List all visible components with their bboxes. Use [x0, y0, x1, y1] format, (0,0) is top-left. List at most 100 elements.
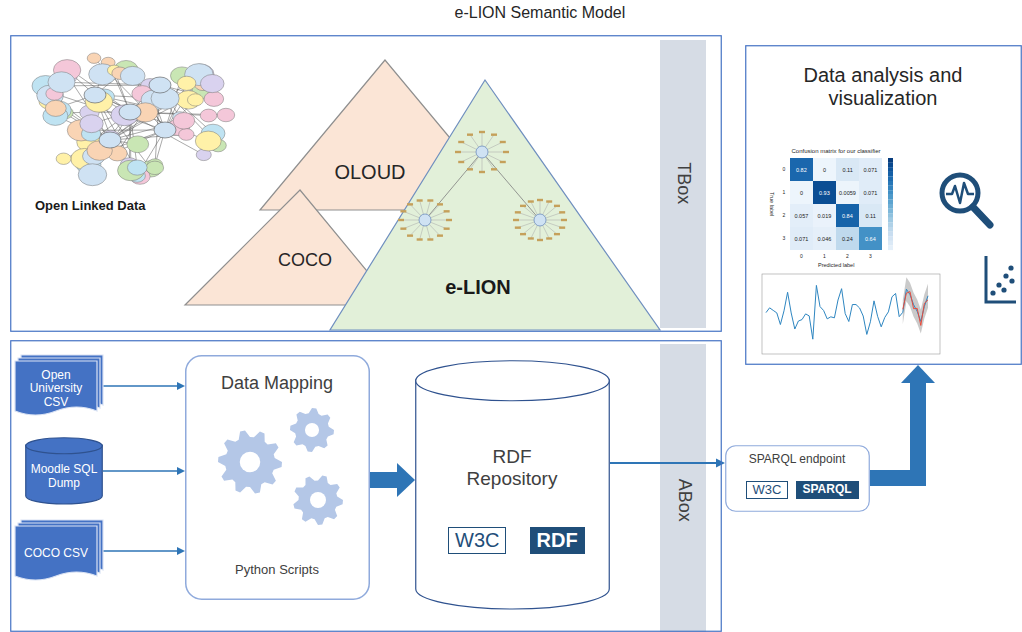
linked-data-cloud [146, 161, 164, 174]
linked-data-cloud [173, 113, 194, 130]
line-chart [762, 274, 940, 354]
linked-data-cloud [200, 75, 224, 93]
linked-data-cloud [177, 76, 195, 90]
node-label: e-LION [423, 276, 533, 299]
matrix-cell-value: 0.071 [864, 190, 878, 196]
linked-data-cloud [187, 94, 203, 106]
linked-data-cloud [80, 115, 103, 133]
axis-tick: 3 [869, 254, 872, 260]
axis-tick: 2 [783, 213, 786, 219]
matrix-cell-value: 0.93 [819, 190, 830, 196]
confusion-matrix [888, 167, 893, 172]
linked-data-cloud [149, 77, 171, 93]
confusion-matrix [888, 213, 893, 218]
magnifier-icon [942, 175, 990, 225]
matrix-cell-value: 0.071 [864, 167, 878, 173]
confusion-matrix [888, 186, 893, 191]
linked-data-cloud [127, 160, 147, 175]
scatter-icon [986, 256, 1016, 302]
panel-band [660, 40, 706, 632]
logo-text: RDF [530, 527, 585, 554]
linked-data-cloud [204, 91, 224, 106]
confusion-matrix [859, 158, 882, 181]
confusion-matrix [888, 190, 893, 195]
confusion-matrix [888, 158, 893, 163]
confusion-matrix [859, 181, 882, 204]
ontology-triangle: e-LION [330, 80, 660, 330]
linked-data-cloud [48, 72, 75, 93]
confusion-matrix [888, 245, 893, 250]
gear-icon [305, 423, 319, 437]
confusion-matrix [888, 176, 893, 181]
confusion-matrix [888, 204, 893, 209]
document-stack: COCO CSV [15, 520, 103, 582]
process-box: Data MappingPython Scripts [185, 355, 370, 600]
database-cylinder: Moodle SQL Dump [25, 437, 103, 505]
logo-text: W3C [448, 527, 506, 554]
linked-data-cloud [78, 164, 107, 186]
confusion-matrix [859, 227, 882, 250]
linked-data-cloud [84, 87, 106, 103]
gear-icon [218, 408, 343, 525]
confusion-matrix [813, 227, 836, 250]
arrow-head [716, 459, 725, 468]
connector-line [103, 385, 178, 387]
linked-data-cloud [119, 104, 141, 120]
linked-data-cloud [99, 132, 121, 148]
axis-tick: 0 [783, 167, 786, 173]
abox-panel: Open University CSVMoodle SQL DumpCOCO C… [10, 340, 722, 632]
confusion-matrix [790, 227, 813, 250]
line-chart [903, 292, 928, 326]
endpoint-box: SPARQL endpointW3CSPARQL [725, 445, 870, 512]
arrow-head [177, 547, 185, 555]
logo-text: W3C [746, 481, 789, 500]
confusion-matrix [836, 158, 859, 181]
gear-icon [310, 492, 326, 508]
node-label: TBox [674, 162, 695, 204]
tbox-panel: OLOUDCOCOe-LIONTBox [10, 35, 722, 332]
axis-tick: 1 [783, 190, 786, 196]
matrix-cell-value: 0 [823, 167, 826, 173]
connector-line [870, 383, 918, 479]
node-label: ABox [674, 478, 695, 521]
gear-icon [218, 430, 282, 493]
confusion-matrix [888, 209, 893, 214]
abox-panel-outline [10, 340, 722, 632]
linked-data-cloud [127, 136, 149, 153]
node-sublabel: Python Scripts [192, 563, 362, 578]
node-label: COCO CSV [18, 547, 94, 561]
confusion-matrix [888, 199, 893, 204]
arrow-head [177, 382, 185, 390]
repository-cylinder: RDF RepositoryW3C RDF [415, 360, 610, 610]
linked-data-cloud [200, 109, 217, 122]
logo-text: SPARQL [796, 481, 859, 499]
linked-data-cloud [120, 66, 145, 85]
line-chart [762, 274, 940, 354]
linked-data-cloud [154, 122, 176, 138]
linked-data-cloud [195, 131, 221, 151]
connector-arrow [610, 459, 725, 468]
magnifier-icon [946, 183, 974, 203]
scatter-icon [996, 282, 1001, 287]
node-label: Data analysis and visualization [773, 64, 993, 110]
matrix-cell-value: 0.64 [865, 236, 876, 242]
gear-icon [290, 408, 334, 452]
connector-line [103, 550, 178, 552]
confusion-matrix [790, 158, 893, 250]
node-label: RDF Repository [457, 446, 567, 490]
confusion-matrix [888, 218, 893, 223]
scatter-icon [1001, 287, 1006, 292]
confusion-matrix [888, 222, 893, 227]
confusion-matrix [790, 204, 813, 227]
linked-data-cloud [32, 53, 235, 186]
confusion-matrix [888, 195, 893, 200]
magnifier-icon [973, 207, 990, 225]
confusion-matrix [836, 204, 859, 227]
connector-arrow [103, 547, 185, 555]
axis-title: True label [769, 192, 775, 216]
connector-line [103, 470, 178, 472]
axis-title: Predicted label [818, 262, 854, 268]
matrix-cell-value: 0.046 [818, 236, 832, 242]
confusion-matrix [813, 181, 836, 204]
confusion-matrix [888, 181, 893, 186]
